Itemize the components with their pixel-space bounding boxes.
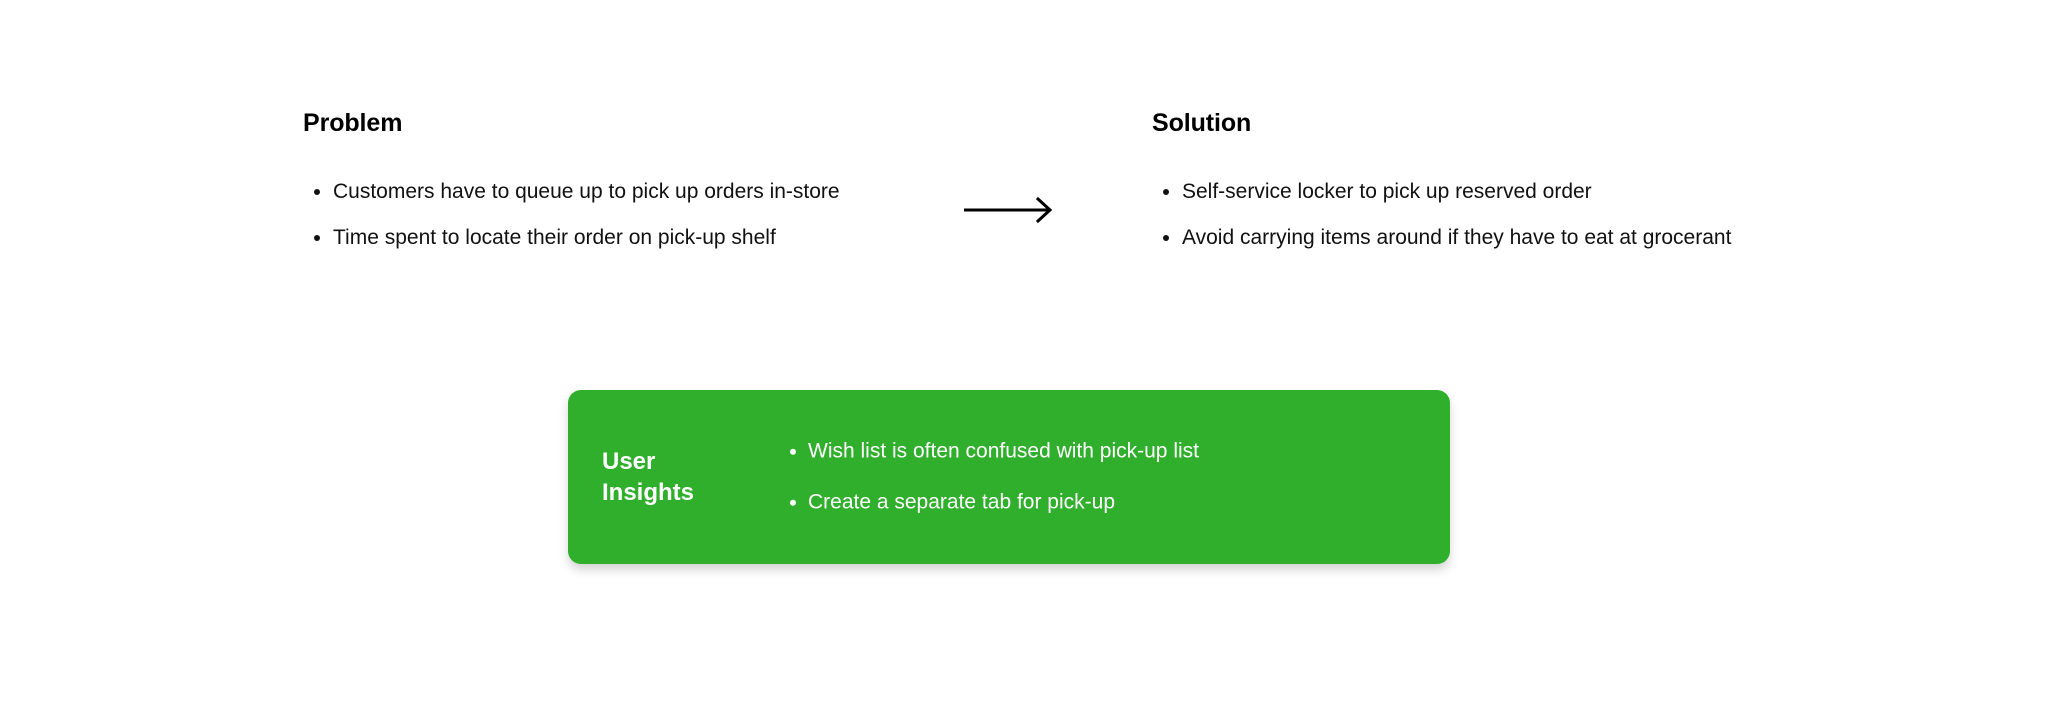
list-item: Create a separate tab for pick-up xyxy=(782,489,1199,516)
bullet-dot-icon xyxy=(314,189,320,195)
list-item: Time spent to locate their order on pick… xyxy=(303,224,923,252)
bullet-dot-icon xyxy=(1163,189,1169,195)
list-item-text: Avoid carrying items around if they have… xyxy=(1182,226,1732,250)
list-item-text: Wish list is often confused with pick-up… xyxy=(808,439,1199,463)
bullet-dot-icon xyxy=(1163,235,1169,242)
list-item: Self-service locker to pick up reserved … xyxy=(1152,178,1792,206)
list-item-text: Time spent to locate their order on pick… xyxy=(333,226,776,250)
problem-column: Problem Customers have to queue up to pi… xyxy=(303,108,923,253)
user-insights-label-line1: User xyxy=(602,447,656,475)
bullet-dot-icon xyxy=(790,500,796,506)
list-item: Customers have to queue up to pick up or… xyxy=(303,178,923,206)
list-item: Wish list is often confused with pick-up… xyxy=(782,438,1199,465)
problem-heading: Problem xyxy=(303,109,403,137)
user-insights-label: User Insights xyxy=(602,446,772,508)
bullet-dot-icon xyxy=(314,235,320,242)
problem-bullet-list: Customers have to queue up to pick up or… xyxy=(303,178,923,253)
list-item-text: Create a separate tab for pick-up xyxy=(808,491,1116,514)
list-item-text: Customers have to queue up to pick up or… xyxy=(333,180,840,203)
user-insights-bullet-list: Wish list is often confused with pick-up… xyxy=(782,438,1199,517)
solution-bullet-list: Self-service locker to pick up reserved … xyxy=(1152,178,1792,253)
list-item: Avoid carrying items around if they have… xyxy=(1152,224,1792,252)
solution-heading: Solution xyxy=(1152,109,1252,137)
list-item-text: Self-service locker to pick up reserved … xyxy=(1182,180,1592,203)
user-insights-label-line2: Insights xyxy=(602,479,695,506)
solution-column: Solution Self-service locker to pick up … xyxy=(1152,108,1792,253)
bullet-dot-icon xyxy=(790,448,796,455)
user-insights-card: User Insights Wish list is often confuse… xyxy=(568,390,1450,564)
right-arrow-icon xyxy=(964,196,1053,224)
